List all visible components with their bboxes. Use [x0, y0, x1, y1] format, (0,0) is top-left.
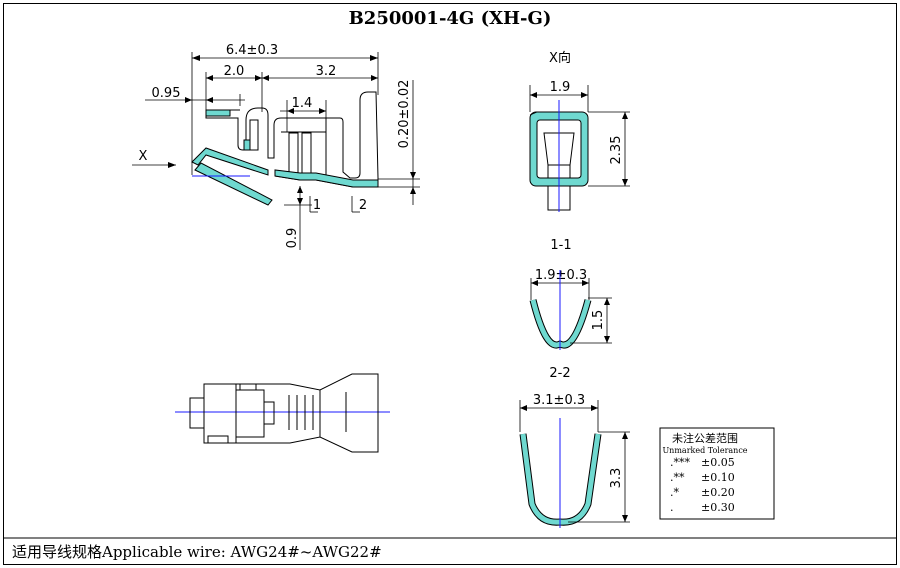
tolerance-mark: .: [670, 501, 674, 514]
top-view: [175, 373, 390, 453]
tolerance-title: 未注公差范围: [672, 431, 738, 445]
tolerance-value: ±0.05: [701, 456, 735, 469]
tolerance-mark: .***: [670, 456, 690, 469]
dim-s1-width: 1.9±0.3: [535, 268, 587, 283]
tolerance-mark: .**: [670, 471, 685, 484]
dim-drop: 0.9: [285, 228, 300, 249]
tolerance-value: ±0.20: [701, 486, 735, 499]
section-1-label: 1-1: [550, 238, 571, 253]
dim-length-a: 2.0: [224, 64, 245, 79]
x-arrow-label: X: [139, 149, 148, 164]
dim-s2-width: 3.1±0.3: [533, 393, 585, 408]
section-1-1: 1-1 1.9±0.3 1.5: [529, 238, 612, 350]
cut-mark-1: 1: [313, 198, 321, 213]
dim-x-height: 2.35: [609, 136, 624, 165]
section-2-2: 2-2 3.1±0.3 3.3: [519, 366, 630, 528]
applicable-wire-note: 适用导线规格Applicable wire: AWG24#~AWG22#: [12, 543, 382, 561]
x-view-label: X向: [549, 50, 571, 66]
section-2-label: 2-2: [549, 366, 570, 381]
dim-s1-height: 1.5: [591, 310, 606, 331]
tolerance-value: ±0.30: [701, 501, 735, 514]
drawing-title: B250001-4G (XH-G): [349, 8, 552, 29]
dim-thickness: 0.20±0.02: [397, 80, 412, 149]
tolerance-value: ±0.10: [701, 471, 735, 484]
side-view: 6.4±0.3 2.0 3.2 0.95 1.4 0.20±0.02 X: [132, 43, 420, 250]
dim-length-b: 3.2: [316, 64, 337, 79]
tolerance-table: 未注公差范围 Unmarked Tolerance .*** ±0.05 .**…: [659, 427, 775, 520]
dim-overall-length: 6.4±0.3: [226, 43, 278, 58]
dim-s2-height: 3.3: [609, 468, 624, 489]
x-view: X向 1.9 2.35: [529, 50, 630, 212]
dim-slot-width: 1.4: [292, 96, 313, 111]
drawing-border: [3, 3, 897, 565]
tolerance-subtitle: Unmarked Tolerance: [662, 446, 747, 455]
dim-x-width: 1.9: [550, 80, 571, 95]
tolerance-mark: .*: [670, 486, 679, 499]
dim-offset: 0.95: [152, 86, 181, 101]
cut-mark-2: 2: [359, 198, 367, 213]
